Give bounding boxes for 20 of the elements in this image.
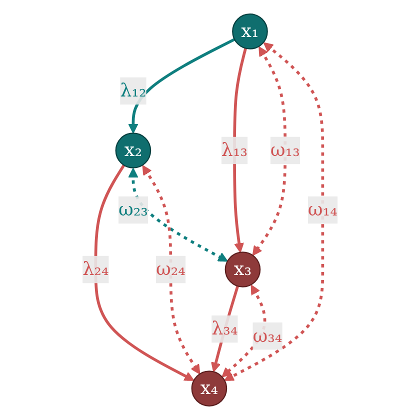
edge-label: ω₁₄ <box>308 198 338 220</box>
edge-label: λ₁₃ <box>221 139 248 161</box>
node-circle: x₁ <box>232 14 268 50</box>
arrow <box>128 168 228 262</box>
arrow <box>252 46 287 256</box>
arrow <box>224 42 324 381</box>
edge-label: ω₃₄ <box>252 324 282 346</box>
node-circle: x₃ <box>224 252 261 288</box>
edge-label: ω₂₄ <box>156 258 186 280</box>
edge-label: λ₃₄ <box>212 318 238 340</box>
node-circle: x₂ <box>115 132 152 168</box>
arrow <box>128 38 236 134</box>
arrow <box>211 286 240 372</box>
edge-label: λ₁₂ <box>120 80 146 102</box>
node-circle: x₄ <box>191 370 228 406</box>
edge-label: ω₁₃ <box>270 139 300 161</box>
edge-label: ω₂₃ <box>118 198 148 220</box>
arrow <box>94 164 194 381</box>
arrow <box>142 165 200 374</box>
edge-label: λ₂₄ <box>82 258 109 280</box>
